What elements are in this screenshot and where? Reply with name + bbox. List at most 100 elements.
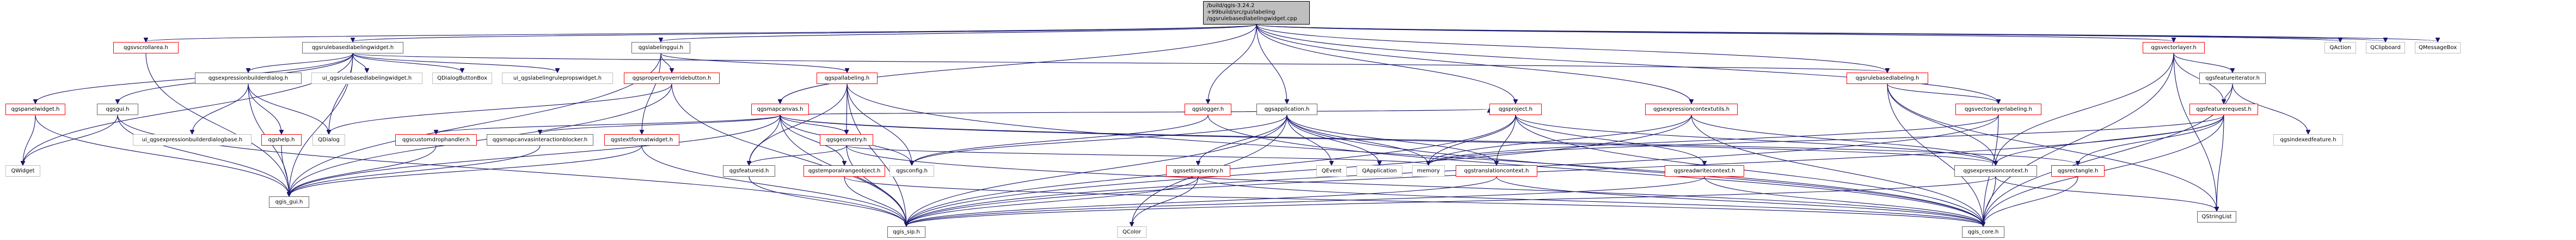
- node-qwidget[interactable]: QWidget: [5, 165, 40, 177]
- node-qgsrulebasedlabelingwidget-h[interactable]: qgsrulebasedlabelingwidget.h: [302, 42, 403, 53]
- node-qgsproject-h[interactable]: qgsproject.h: [1489, 104, 1542, 115]
- node-qgsfeatureiterator-h[interactable]: qgsfeatureiterator.h: [2199, 73, 2266, 84]
- node-qgsexpressioncontext-h[interactable]: qgsexpressioncontext.h: [1954, 165, 2037, 177]
- include-edge: [780, 115, 847, 134]
- node-qgstranslationcontext-h[interactable]: qgstranslationcontext.h: [1456, 165, 1537, 177]
- include-edge: [289, 145, 642, 196]
- node-qgsfeatureid-h[interactable]: qgsfeatureid.h: [723, 165, 775, 177]
- include-edge: [906, 115, 1287, 226]
- node-qgsvscrollarea-h[interactable]: qgsvscrollarea.h: [113, 42, 179, 53]
- node-qgsrectangle-h[interactable]: qgsrectangle.h: [2051, 165, 2105, 177]
- node-qgsfeaturerequest-h[interactable]: qgsfeaturerequest.h: [2189, 104, 2258, 115]
- node-ui-qgsexpressionbuilderdialogbase-h[interactable]: ui_qgsexpressionbuilderdialogbase.h: [133, 134, 252, 146]
- node-qgsexpressionbuilderdialog-h[interactable]: qgsexpressionbuilderdialog.h: [195, 73, 302, 84]
- include-edge: [1286, 115, 1428, 165]
- node-ui-qgslabelingrulepropswidget-h[interactable]: ui_qgslabelingrulepropswidget.h: [502, 73, 613, 84]
- node-qgslabelinggui-h[interactable]: qgslabelinggui.h: [631, 42, 690, 53]
- node-qgsvectorlayer-h[interactable]: qgsvectorlayer.h: [2143, 42, 2205, 53]
- node-qstringlist[interactable]: QStringList: [2197, 211, 2236, 223]
- include-edge: [2173, 53, 2224, 103]
- include-edge: [1704, 176, 1983, 226]
- include-edge: [780, 109, 1489, 116]
- node-qgspanelwidget-h[interactable]: qgspanelwidget.h: [5, 104, 65, 115]
- node-qgssettingsentry-h[interactable]: qgssettingsentry.h: [1166, 165, 1230, 177]
- include-edge: [2173, 53, 2217, 211]
- include-edge: [641, 145, 906, 226]
- node-qdialogbuttonbox[interactable]: QDialogButtonBox: [432, 73, 492, 84]
- root-file-node[interactable]: /build/qgis-3.24.2 +99build/src/gui/labe…: [1203, 1, 1310, 25]
- include-edge: [1691, 115, 1996, 165]
- node-qgscustomdrophandler-h[interactable]: qgscustomdrophandler.h: [395, 134, 477, 146]
- node-qgsconfig-h[interactable]: qgsconfig.h: [890, 165, 934, 177]
- node-qgis-gui-h[interactable]: qgis_gui.h: [269, 196, 309, 208]
- node-qgsvectorlayerlabeling-h[interactable]: qgsvectorlayerlabeling.h: [1955, 104, 2041, 115]
- include-edge: [749, 145, 847, 165]
- node-qgstextformatwidget-h[interactable]: qgstextformatwidget.h: [604, 134, 679, 146]
- node-qaction[interactable]: QAction: [2324, 42, 2356, 53]
- include-edge: [1286, 115, 1379, 165]
- include-edge: [1428, 115, 1999, 165]
- node-qapplication[interactable]: QApplication: [1357, 165, 1402, 177]
- node-memory[interactable]: memory: [1412, 165, 1445, 177]
- node-qmessagebox[interactable]: QMessageBox: [2415, 42, 2461, 53]
- include-edge: [1286, 115, 1983, 226]
- include-edge: [749, 115, 781, 165]
- include-edge: [847, 83, 1983, 226]
- node-qgslogger-h[interactable]: qgslogger.h: [1185, 104, 1231, 115]
- node-qevent[interactable]: QEvent: [1316, 165, 1347, 177]
- include-edge: [780, 115, 844, 165]
- include-edge: [906, 176, 1996, 226]
- root-file-path-line3: /qgsrulebasedlabelingwidget.cpp: [1207, 16, 1297, 22]
- include-edge: [844, 176, 906, 226]
- include-edge: [289, 83, 672, 196]
- node-qgsgeometry-h[interactable]: qgsgeometry.h: [820, 134, 873, 146]
- include-edge: [847, 83, 912, 165]
- include-edge: [2232, 83, 2308, 134]
- include-edge: [145, 53, 289, 196]
- include-edge: [1286, 115, 1496, 165]
- node-qgsmapcanvas-h[interactable]: qgsmapcanvas.h: [751, 104, 809, 115]
- include-edge: [289, 115, 781, 196]
- include-edge: [1428, 115, 1692, 165]
- include-edge: [1496, 176, 1983, 226]
- include-edge: [1286, 115, 1332, 165]
- node-qgspropertyoverridebutton-h[interactable]: qgspropertyoverridebutton.h: [624, 73, 720, 84]
- include-edge: [1428, 115, 1516, 165]
- node-qdialog[interactable]: QDialog: [312, 134, 345, 146]
- include-edge: [1691, 115, 1983, 226]
- node-qgsreadwritecontext-h[interactable]: qgsreadwritecontext.h: [1665, 165, 1744, 177]
- include-edge: [1887, 83, 1983, 226]
- node-qgis-sip-h[interactable]: qgis_sip.h: [887, 226, 925, 238]
- include-edge: [248, 83, 281, 134]
- include-edge: [1996, 53, 2174, 165]
- include-edge: [661, 24, 1257, 41]
- node-qgsexpressioncontextutils-h[interactable]: qgsexpressioncontextutils.h: [1645, 104, 1738, 115]
- node-qgsindexedfeature-h[interactable]: qgsindexedfeature.h: [2273, 134, 2343, 146]
- include-edge: [35, 115, 289, 196]
- node-qgsmapcanvasinteractionblocker-h[interactable]: qgsmapcanvasinteractionblocker.h: [487, 134, 593, 146]
- node-qgsrulebasedlabeling-h[interactable]: qgsrulebasedlabeling.h: [1847, 73, 1928, 84]
- root-file-path-line2: +99build/src/gui/labeling: [1207, 9, 1275, 15]
- node-qgsapplication-h[interactable]: qgsapplication.h: [1256, 104, 1317, 115]
- include-edge: [329, 53, 353, 134]
- include-edge: [352, 53, 367, 72]
- include-edge: [1428, 115, 2224, 165]
- include-edge: [329, 83, 672, 134]
- include-edge: [1207, 115, 1983, 226]
- node-qgstemporalrangeobject-h[interactable]: qgstemporalrangeobject.h: [804, 165, 885, 177]
- include-edge: [906, 176, 1199, 226]
- include-edge: [1256, 24, 1998, 103]
- node-qgshelp-h[interactable]: qgshelp.h: [261, 134, 302, 146]
- include-edge: [1515, 115, 1704, 165]
- node-qcolor[interactable]: QColor: [1117, 226, 1146, 238]
- include-edge: [846, 145, 906, 226]
- node-ui-qgsrulebasedlabelingwidget-h[interactable]: ui_qgsrulebasedlabelingwidget.h: [311, 73, 422, 84]
- include-edge: [749, 83, 848, 165]
- include-edge: [847, 83, 906, 226]
- include-edge: [2078, 115, 2224, 165]
- node-qgsgui-h[interactable]: qgsgui.h: [97, 104, 138, 115]
- node-qgis-core-h[interactable]: qgis_core.h: [1962, 226, 2004, 238]
- node-qgspallabeling-h[interactable]: qgspallabeling.h: [817, 73, 878, 84]
- node-qclipboard[interactable]: QClipboard: [2366, 42, 2405, 53]
